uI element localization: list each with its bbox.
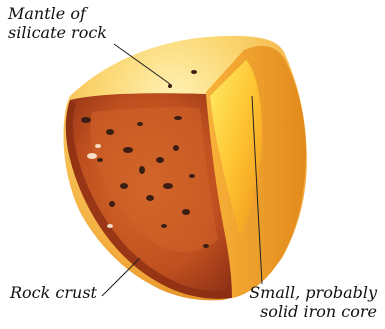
label-core: Small, probably solid iron core bbox=[249, 283, 377, 321]
label-core-line1: Small, probably bbox=[249, 283, 377, 302]
label-crust: Rock crust bbox=[10, 283, 97, 302]
label-mantle-line2: silicate rock bbox=[8, 23, 107, 42]
label-crust-text: Rock crust bbox=[10, 283, 97, 302]
label-core-line2: solid iron core bbox=[249, 302, 377, 321]
label-mantle: Mantle of silicate rock bbox=[8, 4, 107, 42]
label-mantle-line1: Mantle of bbox=[8, 4, 107, 23]
